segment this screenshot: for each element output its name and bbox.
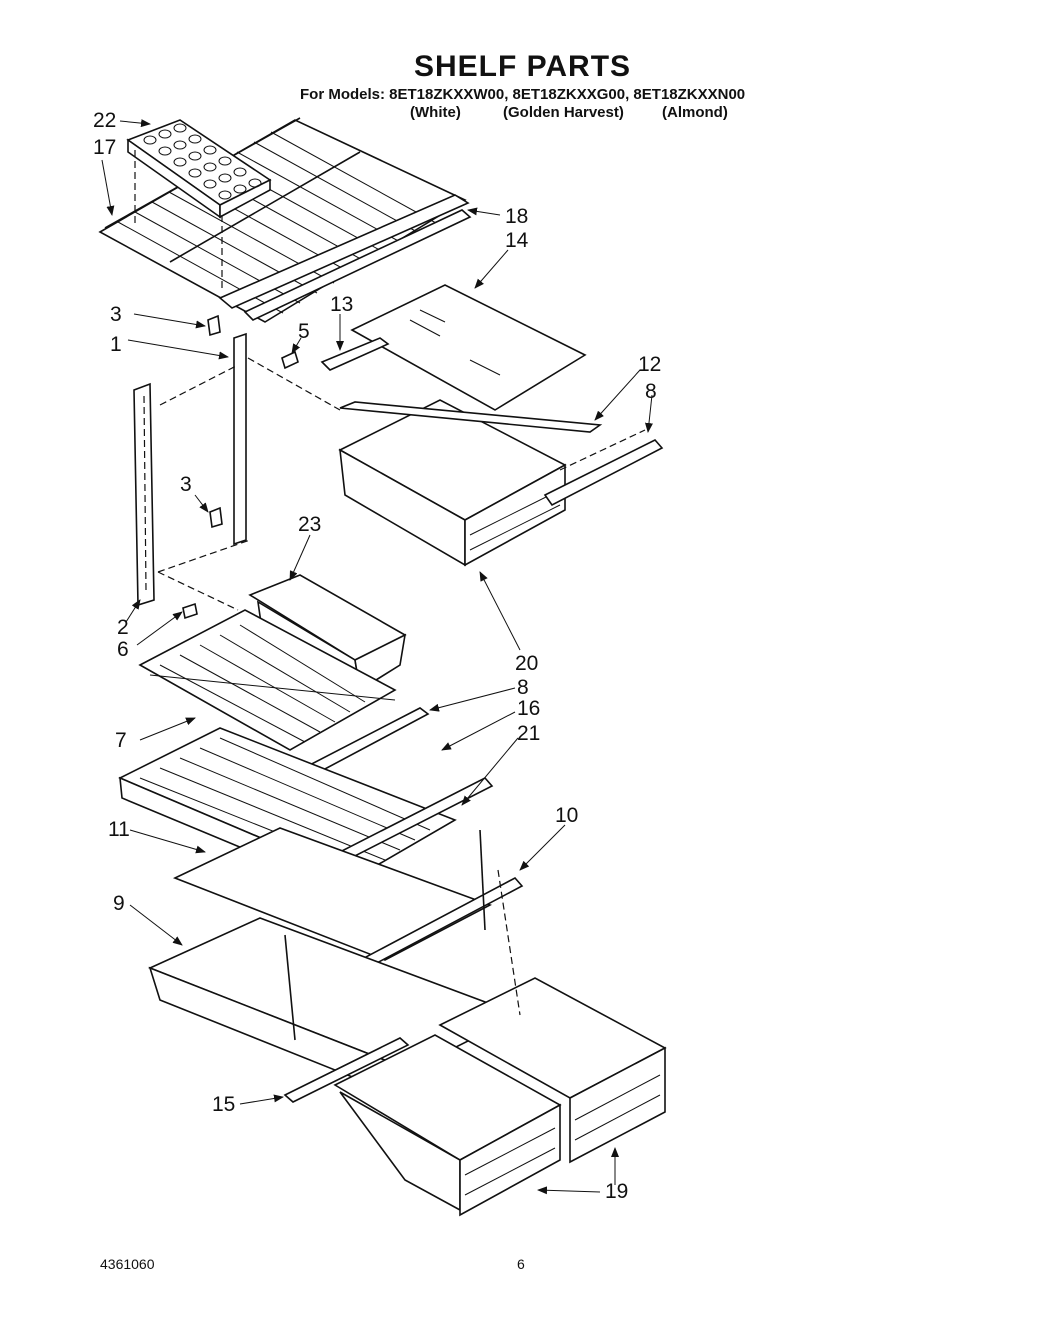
models-line: For Models: 8ET18ZKXXW00, 8ET18ZKXXG00, … <box>300 86 746 103</box>
callout-7: 7 <box>115 729 127 752</box>
callout-8-top: 8 <box>645 380 657 403</box>
shelf-support-3-top <box>207 314 221 337</box>
callout-2: 2 <box>117 616 129 639</box>
shelf-support-3-mid <box>209 506 223 529</box>
page-number: 6 <box>517 1256 525 1272</box>
trim-15 <box>283 1037 410 1103</box>
leader-lines <box>101 119 653 1195</box>
callout-3-top: 3 <box>110 303 122 326</box>
callout-6: 6 <box>117 638 129 661</box>
callout-14: 14 <box>505 229 529 252</box>
crisper-pan-20 <box>338 399 567 567</box>
callout-3-mid: 3 <box>180 473 192 496</box>
trim-8-top <box>543 439 664 507</box>
crisper-drawer-19-left <box>333 1034 562 1217</box>
wire-shelf-7 <box>138 609 397 751</box>
callout-19: 19 <box>605 1180 628 1203</box>
callout-8-mid: 8 <box>517 676 529 699</box>
shelf-ladder-2 <box>133 382 155 607</box>
glass-shelf-14 <box>350 284 587 411</box>
shelf-trim-18 <box>218 194 472 321</box>
shelf-ladder-1 <box>233 332 247 546</box>
ice-tray-22 <box>126 119 272 290</box>
doc-number: 4361060 <box>100 1256 155 1272</box>
callout-16: 16 <box>517 697 540 720</box>
callout-22: 22 <box>93 109 116 132</box>
callout-13: 13 <box>330 293 353 316</box>
crisper-cover-11 <box>172 827 492 961</box>
page-title: SHELF PARTS <box>413 50 632 83</box>
callout-17: 17 <box>93 136 116 159</box>
callout-20: 20 <box>515 652 538 675</box>
callout-15: 15 <box>212 1093 235 1116</box>
variant-golden-harvest: (Golden Harvest) <box>503 104 624 121</box>
trim-13 <box>320 337 390 371</box>
rail-12 <box>339 401 603 433</box>
callout-numbers: 22 17 18 14 3 13 5 1 12 8 3 23 2 6 20 8 … <box>93 109 661 1203</box>
screw-6 <box>182 602 198 620</box>
callout-10: 10 <box>555 804 578 827</box>
callout-1: 1 <box>110 333 122 356</box>
callout-23: 23 <box>298 513 321 536</box>
callout-11: 11 <box>108 818 130 841</box>
callout-21: 21 <box>517 722 540 745</box>
screw-5 <box>281 350 299 370</box>
variant-almond: (Almond) <box>662 104 728 121</box>
callout-5: 5 <box>298 320 310 343</box>
crisper-drawer-19-right <box>438 977 667 1164</box>
variant-white: (White) <box>410 104 461 121</box>
callout-18: 18 <box>505 205 528 228</box>
callout-9: 9 <box>113 892 125 915</box>
callout-12: 12 <box>638 353 661 376</box>
